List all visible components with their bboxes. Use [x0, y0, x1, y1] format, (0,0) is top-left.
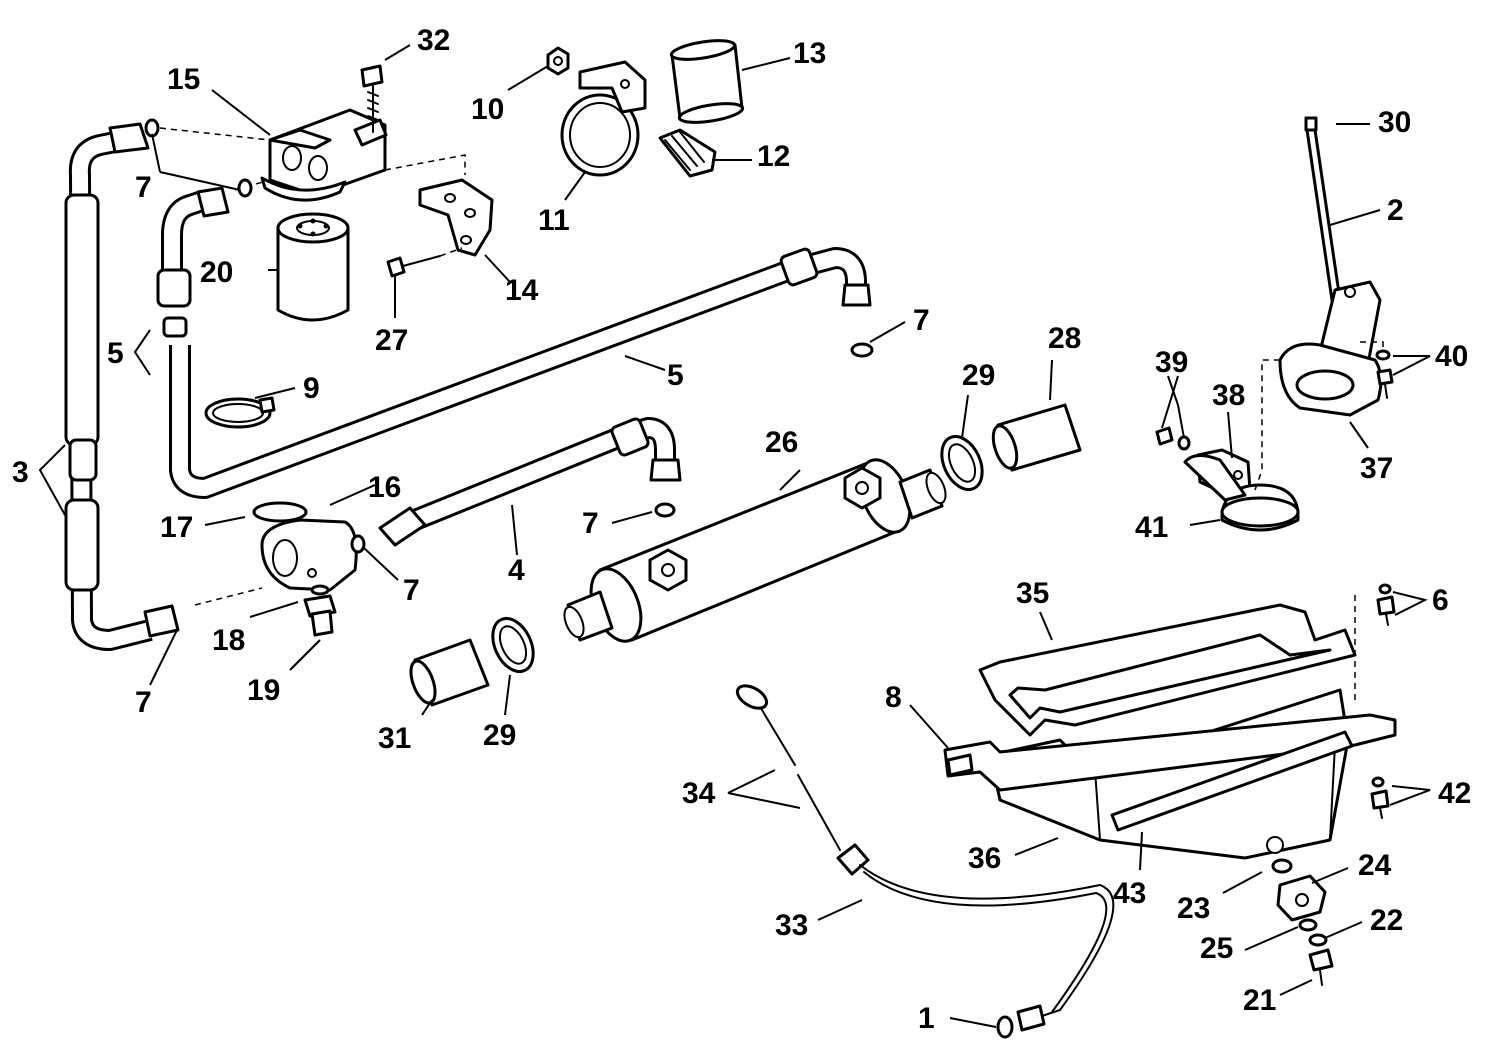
label-25: 25 [1200, 932, 1233, 965]
oil-cooler-26 [563, 458, 947, 643]
label-24: 24 [1358, 849, 1392, 882]
label-5-left: 5 [107, 337, 124, 370]
hose-31 [409, 638, 490, 707]
label-29-top: 29 [962, 359, 995, 392]
label-5-right: 5 [667, 359, 684, 392]
label-19: 19 [247, 674, 280, 707]
label-21: 21 [1243, 984, 1276, 1017]
label-32: 32 [417, 24, 450, 57]
label-30: 30 [1378, 106, 1411, 139]
cover-16 [260, 518, 358, 592]
oil-line-5 [156, 186, 872, 499]
nut-10 [546, 46, 570, 76]
label-37: 37 [1360, 452, 1393, 485]
label-7-bottom: 7 [135, 686, 152, 719]
clamp-11 [560, 60, 647, 177]
bolt-12 [658, 128, 717, 178]
plug-19 [303, 594, 337, 637]
label-27: 27 [375, 324, 408, 357]
label-11: 11 [538, 204, 570, 237]
washer-7-4 [654, 502, 676, 518]
label-8: 8 [885, 681, 902, 714]
label-34: 34 [682, 777, 716, 810]
dashed-guide-37 [1254, 359, 1280, 491]
label-7-right: 7 [913, 304, 930, 337]
label-2: 2 [1387, 194, 1404, 227]
label-23: 23 [1177, 892, 1210, 925]
label-22: 22 [1370, 904, 1403, 937]
dashed-guides-top-left [159, 127, 466, 191]
label-13: 13 [793, 37, 826, 70]
gasket-8 [943, 713, 1397, 792]
label-9: 9 [303, 372, 320, 405]
label-42: 42 [1438, 777, 1471, 810]
label-12: 12 [757, 140, 790, 173]
label-3: 3 [12, 456, 29, 489]
gasket-43 [1110, 730, 1354, 832]
oil-line-4 [378, 417, 682, 547]
label-26: 26 [765, 426, 798, 459]
washer-23 [1271, 858, 1293, 874]
washer-7-mid [350, 534, 366, 554]
label-28: 28 [1048, 322, 1081, 355]
screws-39 [1155, 426, 1191, 451]
filter-adapter-15 [260, 108, 388, 202]
bolts-6 [1354, 583, 1396, 700]
label-29-bottom: 29 [483, 719, 516, 752]
label-6: 6 [1432, 584, 1449, 617]
washer-7-5 [850, 342, 874, 358]
label-7-mid: 7 [582, 507, 599, 540]
bracket-14 [418, 178, 494, 257]
washer-18 [310, 584, 330, 596]
label-43: 43 [1113, 877, 1146, 910]
screw-27 [386, 247, 463, 278]
plug-21 [1308, 948, 1334, 986]
label-35: 35 [1016, 577, 1049, 610]
label-15: 15 [167, 63, 200, 96]
pickup-tube-2 [1304, 116, 1342, 302]
label-17: 17 [160, 511, 193, 544]
hose-clamp-29-top [940, 435, 984, 491]
fitting-24 [1276, 874, 1327, 922]
label-14: 14 [505, 274, 539, 307]
washer-7-top [144, 118, 253, 198]
hose-clamp-29-bottom [491, 617, 535, 673]
bolts-40 [1360, 341, 1394, 399]
oil-pump-37 [1278, 280, 1383, 417]
label-18: 18 [212, 624, 245, 657]
oil-line-3 [64, 122, 180, 651]
label-1: 1 [918, 1002, 935, 1035]
label-39: 39 [1155, 346, 1188, 379]
label-31: 31 [378, 722, 411, 755]
label-10: 10 [471, 93, 504, 126]
oil-filter-20 [276, 212, 350, 322]
label-7-top: 7 [135, 171, 152, 204]
label-4: 4 [508, 554, 525, 587]
label-40: 40 [1435, 340, 1468, 373]
part-labels: 32 15 10 13 12 11 7 20 14 27 30 2 9 5 5 … [12, 24, 1471, 1035]
washer-25 [1298, 918, 1318, 932]
hose-clamp-9 [204, 396, 276, 429]
dashed-guide-19 [194, 587, 263, 606]
gasket-35 [978, 603, 1357, 737]
label-38: 38 [1212, 379, 1245, 412]
label-41: 41 [1135, 511, 1168, 544]
washer-22 [1308, 933, 1328, 947]
dipstick-tube-33 [836, 843, 1115, 1032]
bolt-32 [360, 64, 384, 133]
o-ring-1 [996, 1015, 1014, 1039]
label-33: 33 [775, 909, 808, 942]
label-36: 36 [968, 842, 1001, 875]
dipstick-34 [735, 684, 841, 851]
bolts-42 [1370, 776, 1390, 819]
screen-41 [1183, 454, 1300, 532]
hose-28 [991, 403, 1082, 472]
sleeve-13 [669, 39, 745, 124]
gasket-17 [252, 501, 308, 523]
label-20: 20 [200, 256, 233, 289]
leader-lines [38, 44, 1431, 1028]
label-7-16: 7 [403, 574, 420, 607]
label-16: 16 [368, 471, 401, 504]
